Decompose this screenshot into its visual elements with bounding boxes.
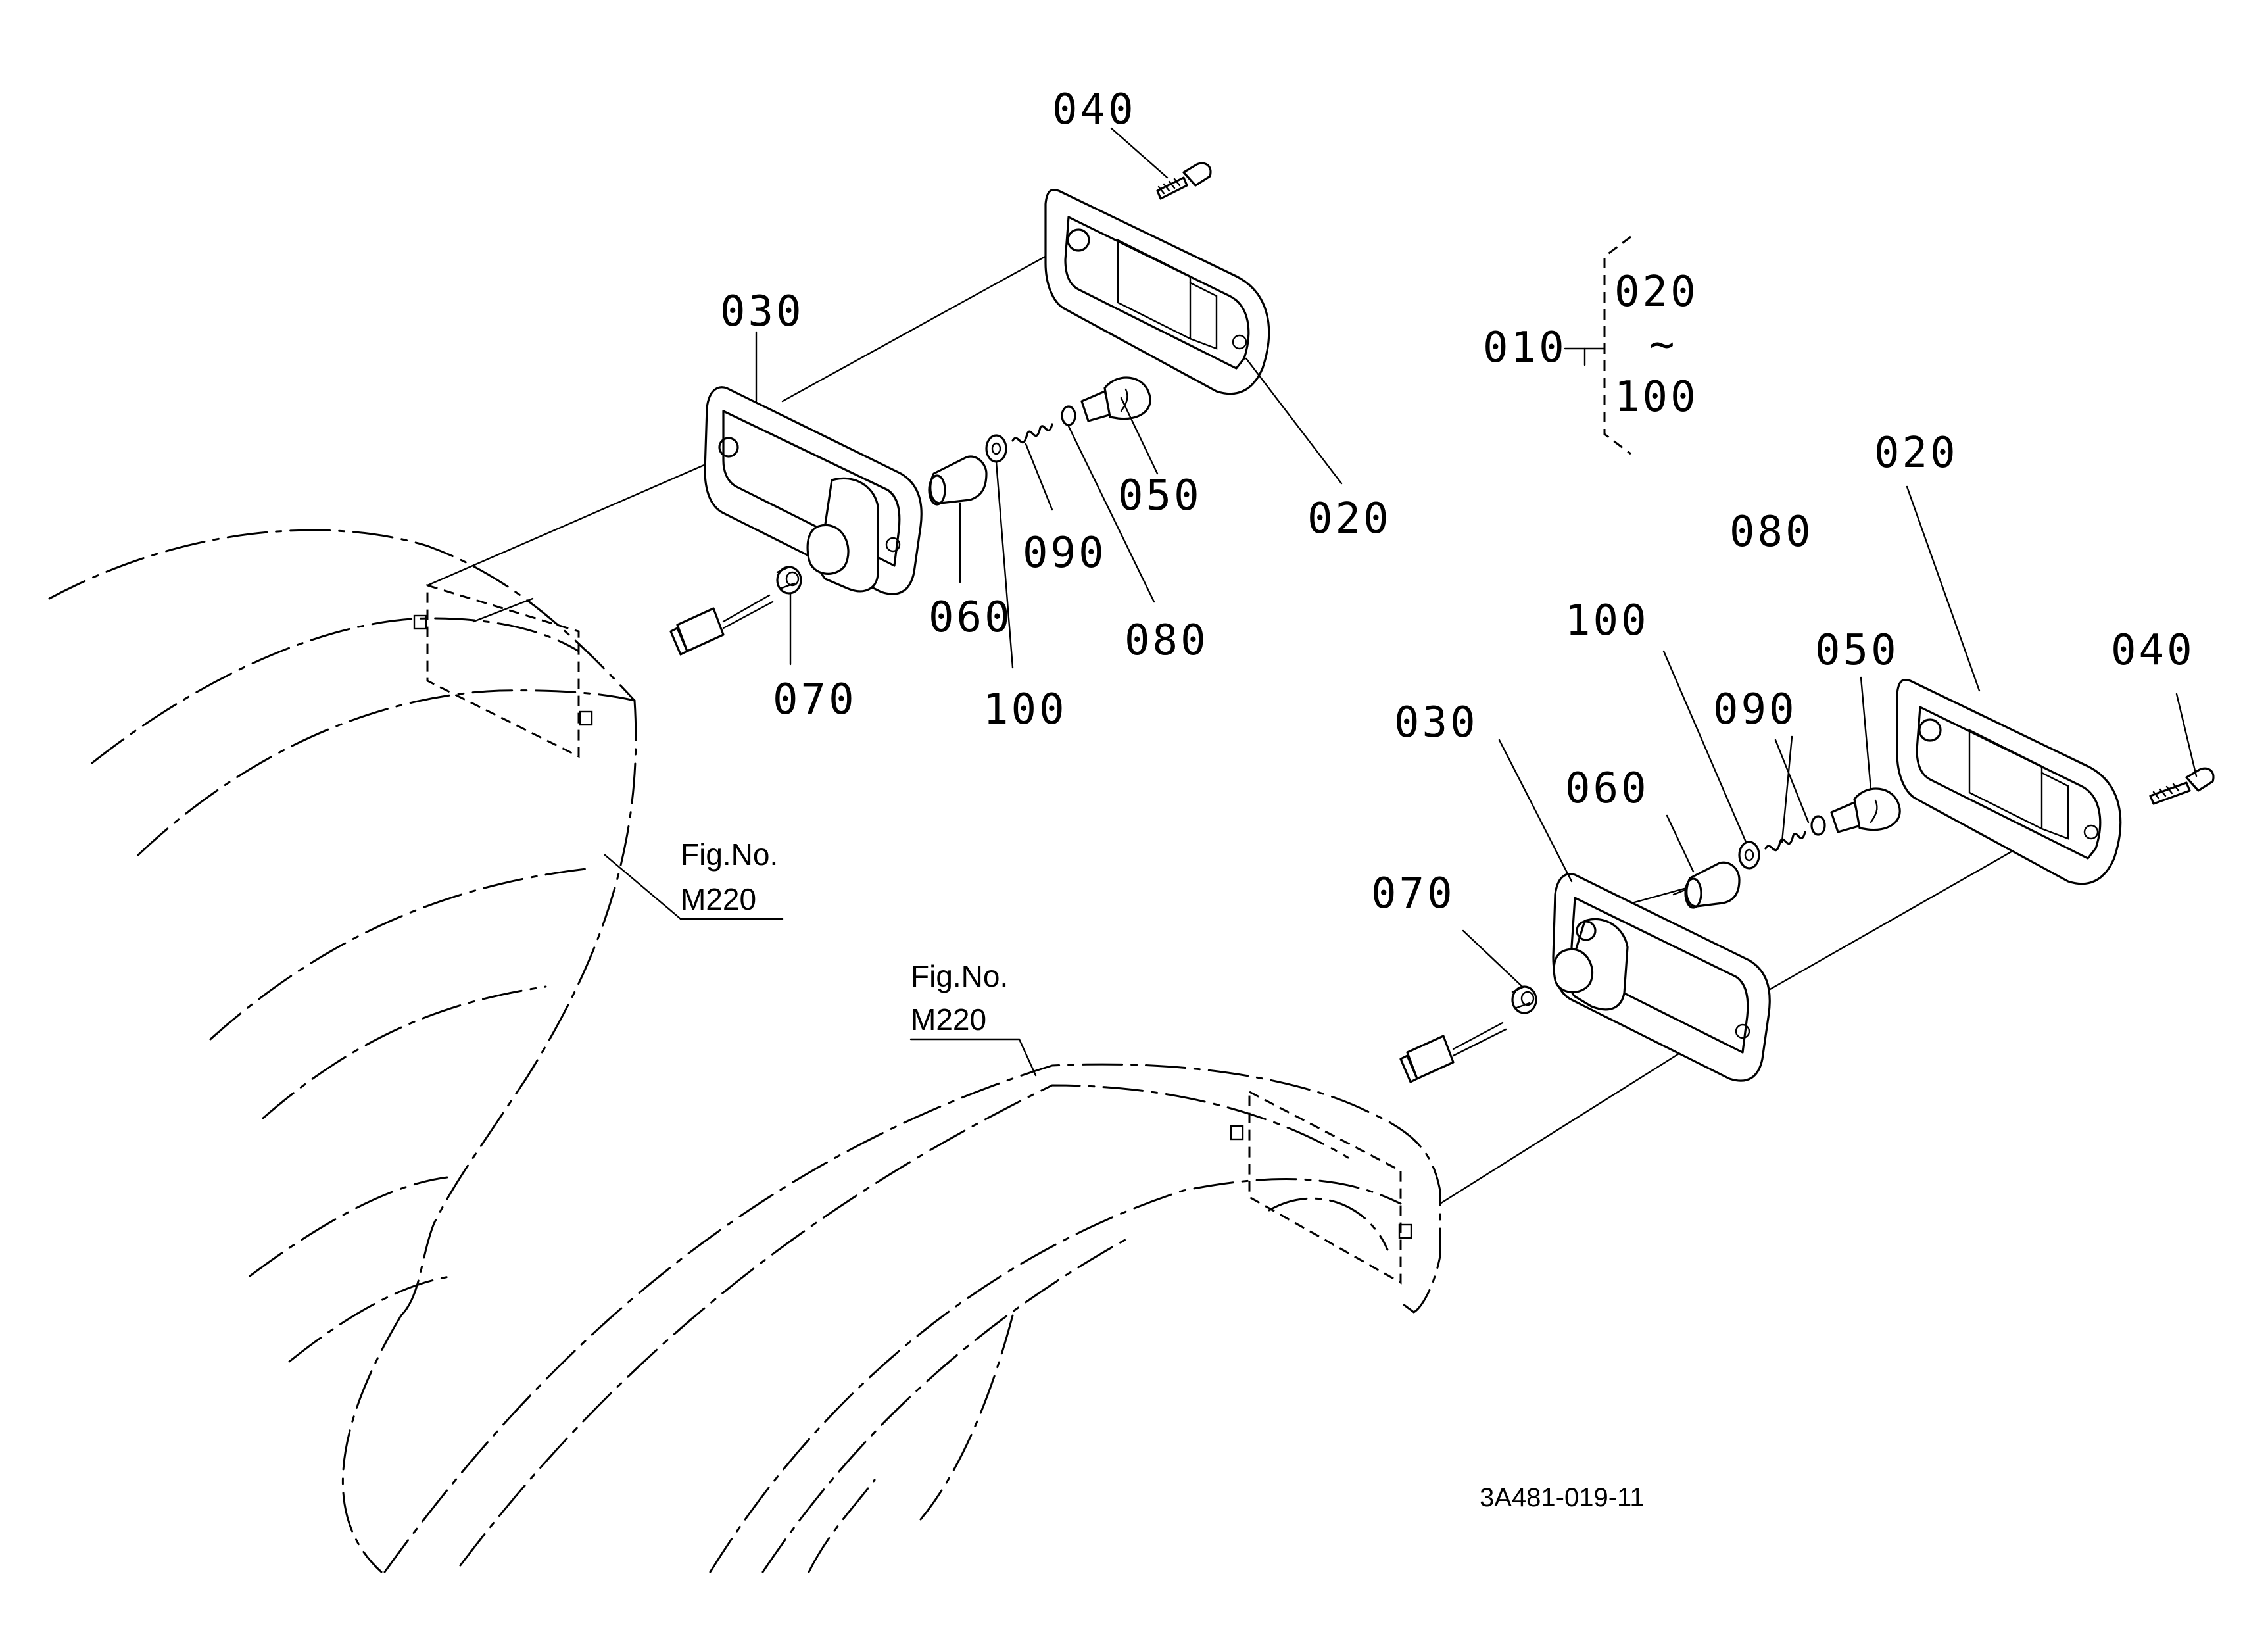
grommet-070: [1511, 985, 1537, 1014]
lamp-housing-030: [1552, 873, 1771, 1082]
right-lamp-assembly: [1399, 679, 2215, 1205]
label-020: 020: [1614, 268, 1699, 316]
fig-ref-label: Fig.No.: [911, 959, 1008, 993]
bulb-050: [1080, 376, 1151, 422]
label-020: 020: [1874, 429, 1958, 478]
label-050: 050: [1118, 472, 1202, 520]
wire-connector: [669, 594, 774, 656]
lens-cover-020: [1896, 679, 2122, 885]
fig-ref-number: M220: [911, 1002, 986, 1037]
bulb-050: [1830, 787, 1901, 833]
label-090: 090: [1023, 529, 1107, 578]
ring-080: [1061, 405, 1076, 426]
left-lamp-assembly: [426, 162, 1270, 656]
leader-lines: [604, 127, 2198, 1077]
label-050: 050: [1815, 626, 1899, 675]
label-060: 060: [929, 593, 1013, 642]
label-080: 080: [1124, 616, 1209, 665]
label-070: 070: [773, 676, 857, 724]
label-030: 030: [1394, 699, 1478, 747]
spring-090: [1011, 423, 1053, 444]
label-100: 100: [983, 685, 1067, 734]
range-tilde: ~: [1649, 320, 1677, 369]
assembly-bracket: [1564, 235, 1631, 455]
mount-nut-icon: [579, 710, 593, 726]
lamp-housing-030: [704, 386, 923, 595]
mount-nut-icon: [413, 614, 427, 630]
label-100: 100: [1614, 373, 1699, 422]
fig-ref-number: M220: [681, 882, 756, 916]
label-090: 090: [1713, 685, 1797, 734]
wire-connector: [1399, 1021, 1507, 1083]
label-070: 070: [1371, 870, 1455, 918]
label-020: 020: [1307, 495, 1391, 543]
lens-cover-020: [1044, 189, 1270, 395]
right-mounting-plate: [1230, 1090, 1412, 1285]
washer-100: [985, 434, 1007, 463]
mount-nut-icon: [1398, 1223, 1412, 1239]
socket-060: [928, 455, 988, 506]
screw-040: [1156, 162, 1212, 200]
label-080: 080: [1729, 508, 1814, 556]
spring-090: [1764, 831, 1806, 852]
screw-040: [2149, 767, 2215, 805]
right-fender-outline: [383, 1063, 1441, 1573]
assembly-labels: 010 020 ~ 100: [1483, 268, 1699, 422]
socket-060: [1672, 861, 1741, 909]
part-labels-left: 040 030 020 050 090 060 080 070 100: [720, 86, 1391, 734]
ring-080: [1810, 815, 1826, 836]
label-040: 040: [2111, 626, 2195, 675]
grommet-070: [776, 566, 802, 595]
label-040: 040: [1052, 86, 1136, 134]
label-030: 030: [720, 287, 804, 336]
label-100: 100: [1565, 597, 1649, 645]
part-labels-right: 020 080 100 050 040 090 030 060 070: [1371, 429, 2195, 918]
drawing-code: 3A481-019-11: [1480, 1483, 1645, 1512]
left-mounting-plate: [413, 583, 593, 758]
left-fender-outline: [48, 529, 637, 1573]
fig-ref-label: Fig.No.: [681, 837, 778, 872]
washer-100: [1738, 841, 1760, 870]
mount-nut-icon: [1230, 1125, 1244, 1141]
label-060: 060: [1565, 764, 1649, 813]
figure-references: Fig.No. M220 Fig.No. M220: [681, 837, 1008, 1037]
label-010: 010: [1483, 324, 1567, 372]
